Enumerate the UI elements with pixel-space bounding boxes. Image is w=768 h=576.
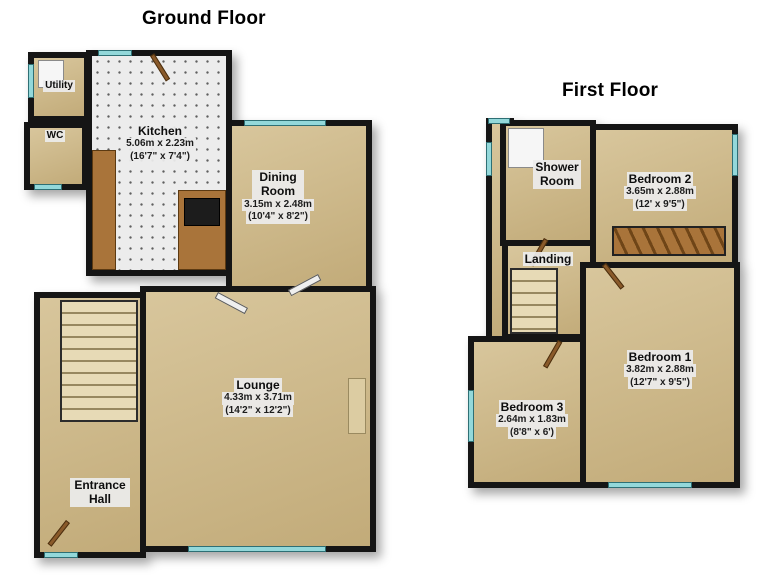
staircase-ground xyxy=(60,300,138,422)
shower-room-label: Shower Room xyxy=(533,160,581,189)
kitchen-window xyxy=(98,50,132,56)
utility-label: Utility xyxy=(34,80,84,92)
bedroom2-dims-imperial: (12' x 9'5") xyxy=(633,198,687,212)
entrance-sidelight-window xyxy=(44,552,78,558)
bedroom3-label: Bedroom 3 2.64m x 1.83m (8'8" x 6') xyxy=(492,400,572,440)
corridor-window-top xyxy=(488,118,510,124)
room-lounge xyxy=(140,286,376,552)
kitchen-name: Kitchen xyxy=(135,124,184,139)
cooker-hob xyxy=(184,198,220,226)
dining-label: Dining Room 3.15m x 2.48m (10'4" x 8'2") xyxy=(242,170,314,224)
lounge-radiator xyxy=(348,378,366,434)
bedroom3-name: Bedroom 3 xyxy=(498,400,566,415)
utility-name: Utility xyxy=(43,80,75,92)
ground-floor-title: Ground Floor xyxy=(142,8,266,29)
bedroom2-wardrobe xyxy=(612,226,726,256)
wc-window xyxy=(34,184,62,190)
bedroom3-window xyxy=(468,390,474,442)
lounge-dims-imperial: (14'2" x 12'2") xyxy=(223,404,293,418)
dining-dims-metric: 3.15m x 2.48m xyxy=(242,198,314,212)
bedroom2-window xyxy=(732,134,738,176)
wc-label: WC xyxy=(35,130,75,142)
kitchen-dims-imperial: (16'7" x 7'4") xyxy=(128,150,192,164)
dining-name: Dining Room xyxy=(252,170,304,199)
landing-label: Landing xyxy=(518,252,578,267)
bedroom3-dims-metric: 2.64m x 1.83m xyxy=(496,414,568,427)
kitchen-counter xyxy=(92,150,116,270)
bedroom1-window xyxy=(608,482,692,488)
bedroom3-dims-imperial: (8'8" x 6') xyxy=(508,426,556,440)
lounge-dims-metric: 4.33m x 3.71m xyxy=(222,392,294,405)
landing-name: Landing xyxy=(522,252,574,267)
corridor-window-left xyxy=(486,142,492,176)
lounge-label: Lounge 4.33m x 3.71m (14'2" x 12'2") xyxy=(218,378,298,418)
dining-dims-imperial: (10'4" x 8'2") xyxy=(246,211,310,224)
bedroom1-dims-imperial: (12'7" x 9'5") xyxy=(628,376,692,390)
bedroom2-name: Bedroom 2 xyxy=(626,172,694,187)
lounge-name: Lounge xyxy=(234,378,282,393)
kitchen-dims-metric: 5.06m x 2.23m xyxy=(124,138,196,151)
bedroom2-dims-metric: 3.65m x 2.88m xyxy=(624,186,696,199)
bedroom1-dims-metric: 3.82m x 2.88m xyxy=(624,364,696,377)
wc-name: WC xyxy=(44,130,66,142)
entrance-hall-name: Entrance Hall xyxy=(70,478,130,507)
lounge-window xyxy=(188,546,326,552)
bedroom1-name: Bedroom 1 xyxy=(626,350,694,365)
first-floor-title: First Floor xyxy=(562,80,659,101)
utility-window xyxy=(28,64,34,98)
staircase-first xyxy=(510,268,558,334)
bedroom1-label: Bedroom 1 3.82m x 2.88m (12'7" x 9'5") xyxy=(620,350,700,390)
dining-window xyxy=(244,120,326,126)
bedroom2-label: Bedroom 2 3.65m x 2.88m (12' x 9'5") xyxy=(620,172,700,212)
shower-room-name: Shower Room xyxy=(533,160,581,189)
kitchen-label: Kitchen 5.06m x 2.23m (16'7" x 7'4") xyxy=(120,124,200,164)
entrance-hall-label: Entrance Hall xyxy=(70,478,130,507)
